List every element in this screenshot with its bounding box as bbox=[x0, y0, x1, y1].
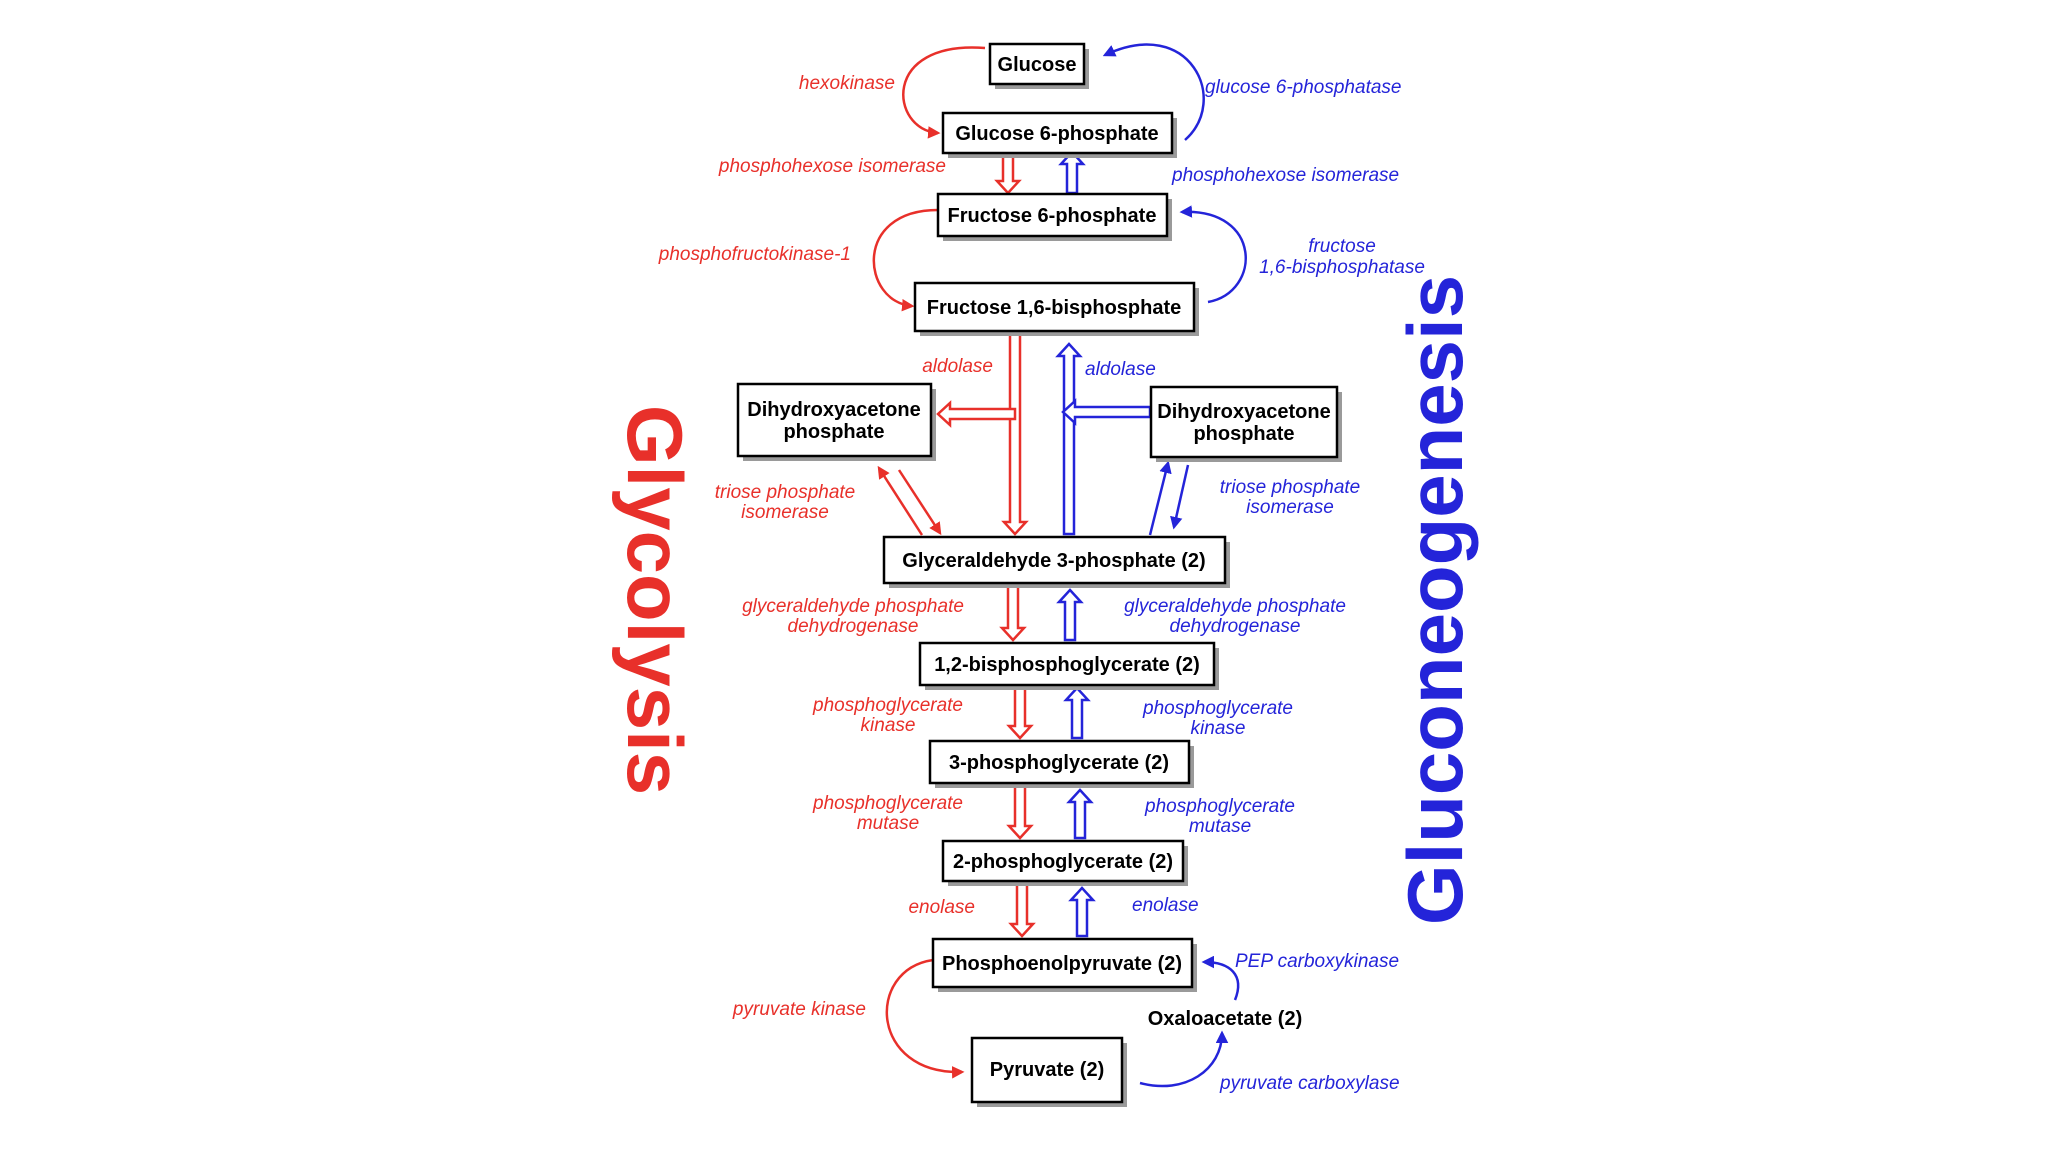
pgm-red-label-1: phosphoglycerate bbox=[812, 793, 963, 814]
enolase-forward-arrow bbox=[1008, 882, 1036, 938]
pyruvate-kinase-arrow bbox=[885, 958, 965, 1079]
gapdh-red-label-2: dehydrogenase bbox=[788, 616, 919, 637]
pyruvate-carboxylase-label: pyruvate carboxylase bbox=[1219, 1073, 1400, 1094]
aldolase-dhap-blue-arrow bbox=[1061, 398, 1152, 426]
bisphosphoglycerate-box: 1,2-bisphosphoglycerate (2) bbox=[918, 641, 1219, 690]
glyceraldehyde-3-phosphate-box: Glyceraldehyde 3-phosphate (2) bbox=[882, 535, 1230, 588]
svg-text:phosphate: phosphate bbox=[1193, 423, 1294, 445]
pyruvate-box: Pyruvate (2) bbox=[970, 1036, 1127, 1107]
svg-text:Pyruvate (2): Pyruvate (2) bbox=[990, 1059, 1105, 1081]
hexokinase-arrow bbox=[902, 46, 986, 139]
pgm-red-label-2: mutase bbox=[857, 813, 919, 834]
hexokinase-label: hexokinase bbox=[799, 73, 895, 94]
phosphohexose-isomerase-blue-label: phosphohexose isomerase bbox=[1171, 165, 1399, 186]
pgk-blue-label-1: phosphoglycerate bbox=[1142, 698, 1293, 719]
fructose-1-6-bisphosphate-box: Fructose 1,6-bisphosphate bbox=[913, 281, 1199, 336]
glucose-box: Glucose bbox=[988, 42, 1089, 89]
pgk-red-label-2: kinase bbox=[861, 715, 916, 736]
enolase-reverse-arrow bbox=[1068, 886, 1096, 938]
pgm-reverse-arrow bbox=[1066, 788, 1094, 840]
enolase-blue-label: enolase bbox=[1132, 895, 1199, 916]
2-phosphoglycerate-box: 2-phosphoglycerate (2) bbox=[941, 839, 1188, 886]
phosphoenolpyruvate-box: Phosphoenolpyruvate (2) bbox=[931, 937, 1197, 992]
gapdh-reverse-arrow bbox=[1056, 588, 1084, 642]
gapdh-red-label-1: glyceraldehyde phosphate bbox=[742, 596, 964, 617]
svg-text:Fructose 1,6-bisphosphate: Fructose 1,6-bisphosphate bbox=[927, 297, 1182, 319]
svg-text:3-phosphoglycerate (2): 3-phosphoglycerate (2) bbox=[949, 752, 1169, 774]
pc-arrow bbox=[1139, 1030, 1229, 1088]
aldolase-red-label: aldolase bbox=[922, 356, 993, 377]
glucose-6-phosphatase-label: glucose 6-phosphatase bbox=[1205, 77, 1401, 98]
pgk-reverse-arrow bbox=[1063, 686, 1091, 740]
svg-text:Oxaloacetate (2): Oxaloacetate (2) bbox=[1148, 1008, 1303, 1030]
g6pase-arrow bbox=[1102, 43, 1205, 141]
svg-text:Fructose 6-phosphate: Fructose 6-phosphate bbox=[948, 205, 1157, 227]
phi-reverse-arrow bbox=[1058, 150, 1086, 195]
pgk-blue-label-2: kinase bbox=[1191, 718, 1246, 739]
tpi-blue-label-1: triose phosphate bbox=[1220, 477, 1361, 498]
phosphofructokinase-label: phosphofructokinase-1 bbox=[658, 244, 851, 265]
tpi-red-label-2: isomerase bbox=[741, 502, 829, 523]
tpi-blue-label-2: isomerase bbox=[1246, 497, 1334, 518]
tpi-red-up-arrow bbox=[877, 465, 924, 536]
tpi-red-down-arrow bbox=[897, 469, 942, 536]
glycolysis-enzyme-labels: hexokinase phosphohexose isomerase phosp… bbox=[658, 73, 993, 1020]
fbpase-label-1: fructose bbox=[1308, 236, 1376, 257]
tpi-blue-down-arrow bbox=[1170, 464, 1190, 530]
pepck-arrow bbox=[1201, 955, 1240, 1001]
svg-text:phosphate: phosphate bbox=[783, 421, 884, 443]
gapdh-blue-label-2: dehydrogenase bbox=[1170, 616, 1301, 637]
phosphohexose-isomerase-red-label: phosphohexose isomerase bbox=[718, 156, 946, 177]
svg-text:Glucose: Glucose bbox=[998, 54, 1077, 76]
fbpase-arrow bbox=[1179, 205, 1247, 304]
3-phosphoglycerate-box: 3-phosphoglycerate (2) bbox=[928, 739, 1194, 788]
pgm-blue-label-2: mutase bbox=[1189, 816, 1251, 837]
gluconeogenesis-title: Gluconeogenesis bbox=[1391, 275, 1479, 925]
phi-forward-arrow bbox=[994, 154, 1022, 195]
gluconeogenesis-enzyme-labels: glucose 6-phosphatase phosphohexose isom… bbox=[1085, 77, 1425, 1094]
gapdh-forward-arrow bbox=[999, 584, 1027, 642]
enolase-red-label: enolase bbox=[908, 897, 975, 918]
pepck-label: PEP carboxykinase bbox=[1235, 951, 1399, 972]
pgk-forward-arrow bbox=[1006, 686, 1034, 740]
dhap-glycolysis-box: Dihydroxyacetone phosphate bbox=[736, 382, 936, 461]
svg-text:Dihydroxyacetone: Dihydroxyacetone bbox=[1157, 401, 1330, 423]
pgk-red-label-1: phosphoglycerate bbox=[812, 695, 963, 716]
fbpase-label-2: 1,6-bisphosphatase bbox=[1259, 257, 1425, 278]
glycolysis-title: Glycolysis bbox=[611, 405, 699, 795]
reversible-step-arrows bbox=[936, 150, 1152, 938]
svg-text:Phosphoenolpyruvate (2): Phosphoenolpyruvate (2) bbox=[942, 953, 1182, 975]
svg-text:Dihydroxyacetone: Dihydroxyacetone bbox=[747, 399, 920, 421]
svg-text:1,2-bisphosphoglycerate (2): 1,2-bisphosphoglycerate (2) bbox=[934, 654, 1200, 676]
pgm-forward-arrow bbox=[1006, 784, 1034, 840]
aldolase-blue-label: aldolase bbox=[1085, 359, 1156, 380]
dhap-gluconeogenesis-box: Dihydroxyacetone phosphate bbox=[1149, 385, 1342, 462]
svg-text:Glycolysis: Glycolysis bbox=[611, 405, 699, 795]
oxaloacetate-label: Oxaloacetate (2) bbox=[1148, 1008, 1303, 1030]
aldolase-reverse-arrow bbox=[1055, 342, 1083, 536]
svg-text:2-phosphoglycerate (2): 2-phosphoglycerate (2) bbox=[953, 851, 1173, 873]
fructose-6-phosphate-box: Fructose 6-phosphate bbox=[936, 192, 1172, 241]
gapdh-blue-label-1: glyceraldehyde phosphate bbox=[1124, 596, 1346, 617]
svg-text:Gluconeogenesis: Gluconeogenesis bbox=[1391, 275, 1479, 925]
svg-text:Glucose 6-phosphate: Glucose 6-phosphate bbox=[955, 123, 1158, 145]
glucose-6-phosphate-box: Glucose 6-phosphate bbox=[941, 111, 1177, 158]
aldolase-forward-arrow bbox=[1001, 332, 1029, 536]
pgm-blue-label-1: phosphoglycerate bbox=[1144, 796, 1295, 817]
tpi-red-label-1: triose phosphate bbox=[715, 482, 856, 503]
aldolase-dhap-red-arrow bbox=[936, 400, 1017, 428]
svg-text:Glyceraldehyde 3-phosphate (2): Glyceraldehyde 3-phosphate (2) bbox=[902, 550, 1205, 572]
tpi-blue-up-arrow bbox=[1148, 460, 1172, 536]
pyruvate-kinase-label: pyruvate kinase bbox=[732, 999, 866, 1020]
pfk-arrow bbox=[872, 208, 939, 312]
